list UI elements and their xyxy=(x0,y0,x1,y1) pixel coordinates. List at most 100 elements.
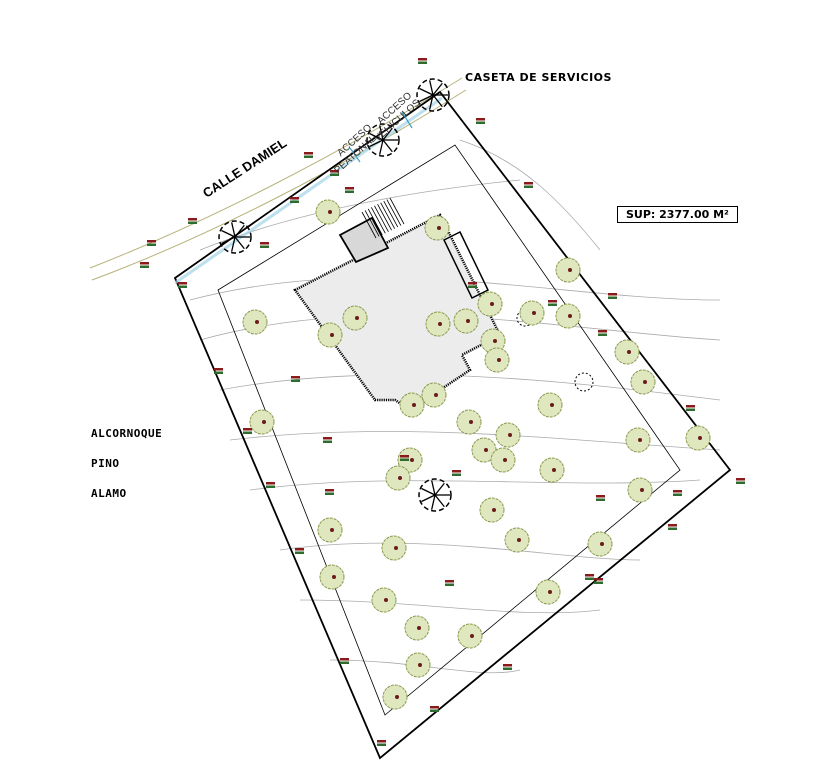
tag-size xyxy=(548,303,557,306)
tree-tag xyxy=(598,330,607,336)
tree-trunk-mark xyxy=(466,319,470,323)
pine-branch xyxy=(421,487,436,496)
tree-trunk-mark xyxy=(568,314,572,318)
tree-trunk-mark xyxy=(532,311,536,315)
pine-branch xyxy=(429,80,434,96)
tag-species xyxy=(290,197,299,200)
tree-trunk-mark xyxy=(490,302,494,306)
tree-alcornoque-icon xyxy=(421,382,447,408)
tree-tag xyxy=(290,197,299,203)
tree-alcornoque-icon xyxy=(242,309,268,335)
tag-size xyxy=(503,667,512,670)
tree-alcornoque-icon xyxy=(519,300,545,326)
pine-branch xyxy=(382,127,393,141)
contour-line xyxy=(459,139,601,251)
tree-tag xyxy=(140,262,149,268)
road-edge-outer xyxy=(89,77,463,269)
tree-pine-icon xyxy=(418,478,452,512)
tree-tag xyxy=(608,293,617,299)
tag-species xyxy=(585,574,594,577)
tag-species xyxy=(295,548,304,551)
tag-species xyxy=(736,478,745,481)
tree-tag xyxy=(418,58,427,64)
tree-alcornoque-icon xyxy=(315,199,341,225)
tag-species xyxy=(340,658,349,661)
tag-species xyxy=(188,218,197,221)
tree-tag xyxy=(736,478,745,484)
tag-species xyxy=(668,524,677,527)
tree-trunk-mark xyxy=(493,339,497,343)
stair-step xyxy=(364,210,380,237)
tag-size xyxy=(330,173,339,176)
tag-species xyxy=(266,482,275,485)
tag-size xyxy=(524,185,533,188)
tag-size xyxy=(452,473,461,476)
staircase xyxy=(361,197,405,239)
tree-alcornoque-icon xyxy=(479,497,505,523)
tree-tag xyxy=(594,578,603,584)
tree-trunk-mark xyxy=(398,476,402,480)
tree-trunk-mark xyxy=(568,268,572,272)
tree-trunk-mark xyxy=(417,626,421,630)
tag-species xyxy=(140,262,149,265)
contour-line xyxy=(219,374,721,401)
pine-branch xyxy=(431,494,436,510)
tag-size xyxy=(598,333,607,336)
tree-alcornoque-icon xyxy=(342,305,368,331)
tag-size xyxy=(291,379,300,382)
tag-species xyxy=(304,152,313,155)
tree-tag xyxy=(188,218,197,224)
stair-step xyxy=(370,207,386,234)
pine-branch xyxy=(431,480,436,496)
stair-step xyxy=(383,200,399,228)
tag-species xyxy=(345,187,354,190)
tree-trunk-mark xyxy=(438,322,442,326)
pine-branch xyxy=(429,94,434,110)
pines-layer xyxy=(218,78,452,512)
tree-alcornoque-icon xyxy=(456,409,482,435)
tree-alcornoque-icon xyxy=(495,422,521,448)
tag-species xyxy=(178,282,187,285)
tag-size xyxy=(668,527,677,530)
tree-trunk-mark xyxy=(548,590,552,594)
tag-species xyxy=(330,170,339,173)
tree-tag xyxy=(476,118,485,124)
stair-step xyxy=(361,211,377,239)
tree-trunk-mark xyxy=(255,320,259,324)
tag-size xyxy=(585,577,594,580)
pine-canopy xyxy=(218,220,252,254)
tree-alcornoque-icon xyxy=(397,447,423,473)
contour-line xyxy=(329,659,521,674)
pine-branch xyxy=(369,139,384,148)
tree-trunk-mark xyxy=(395,695,399,699)
tree-alcornoque-icon xyxy=(480,328,506,354)
tag-size xyxy=(188,221,197,224)
tree-alcornoque-icon xyxy=(555,257,581,283)
tree-tag xyxy=(400,455,409,461)
pine-branch xyxy=(421,494,436,503)
tag-size xyxy=(468,285,477,288)
tree-alcornoque-icon xyxy=(555,303,581,329)
tree-trunk-mark xyxy=(627,350,631,354)
tag-size xyxy=(377,743,386,746)
tag-size xyxy=(178,285,187,288)
pine-canopy xyxy=(418,478,452,512)
stair-step xyxy=(367,208,383,236)
pine-branch xyxy=(369,132,384,141)
tree-tag xyxy=(430,706,439,712)
tag-species xyxy=(503,664,512,667)
tree-alcornoque-icon xyxy=(685,425,711,451)
tree-alcornoque-icon xyxy=(425,311,451,337)
pine-branch xyxy=(434,494,445,508)
tag-species xyxy=(400,455,409,458)
tree-tag xyxy=(668,524,677,530)
tree-tag xyxy=(325,489,334,495)
tag-species xyxy=(476,118,485,121)
plot-boundary xyxy=(173,90,732,760)
pine-branch xyxy=(234,224,245,238)
tree-tag xyxy=(673,490,682,496)
tree-trunk-mark xyxy=(394,546,398,550)
tree-trunk-mark xyxy=(328,210,332,214)
tag-size xyxy=(290,200,299,203)
legend-item-alcornoque: ALCORNOQUE xyxy=(91,427,163,440)
